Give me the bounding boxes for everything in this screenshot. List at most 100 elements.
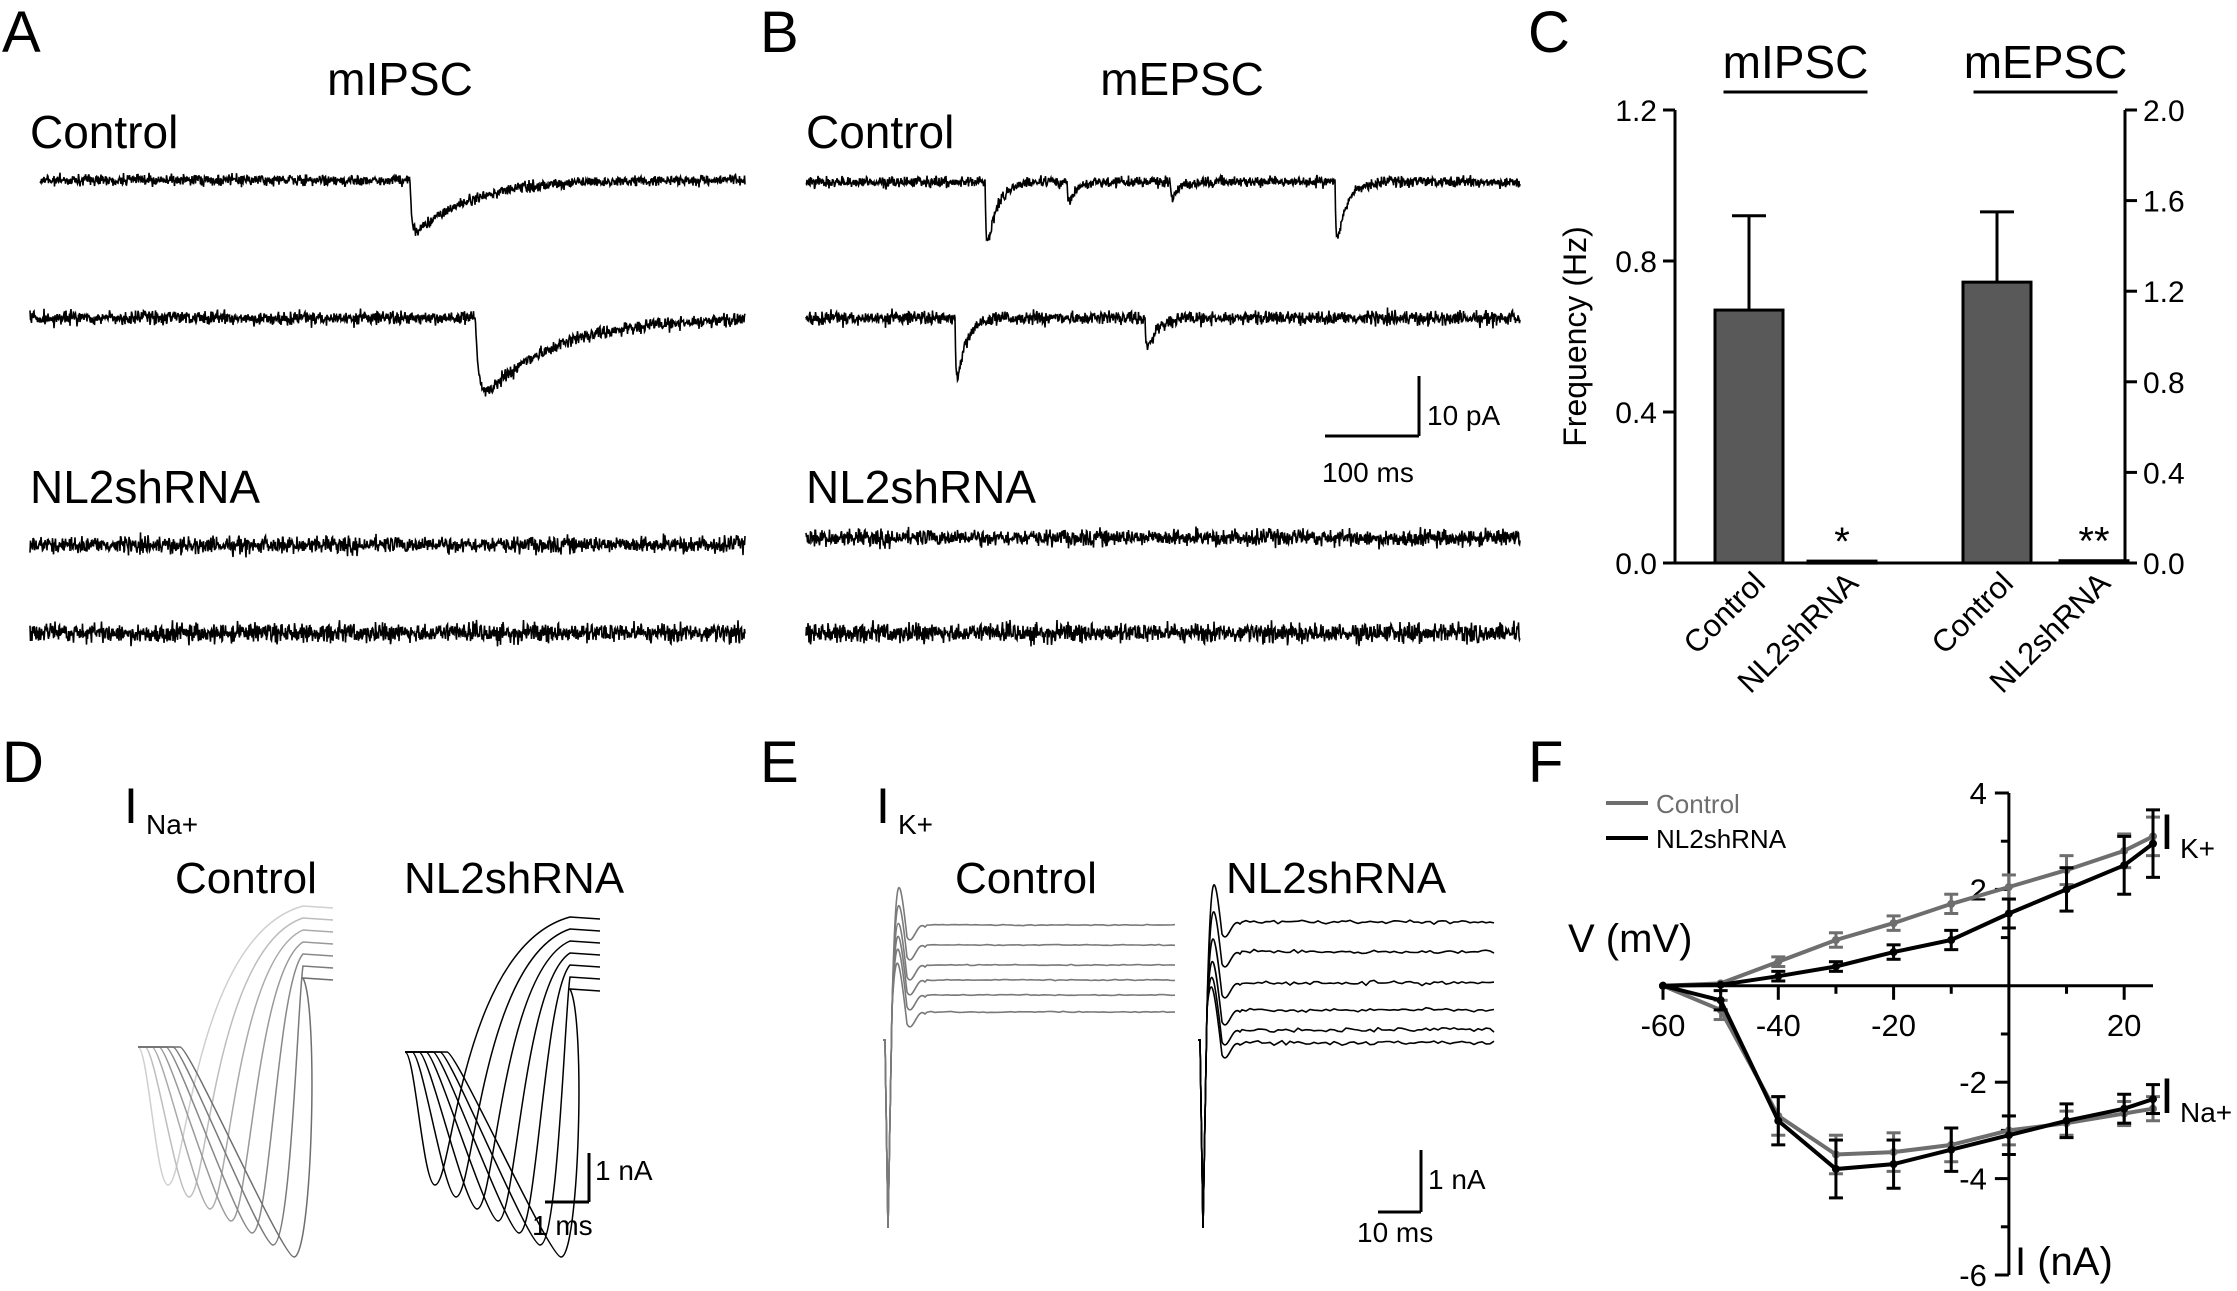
x-tick-label: -40 [1756, 1008, 1801, 1043]
panel-e-scale-bar [1378, 1150, 1423, 1214]
y-tick-label: 4 [1970, 776, 1987, 811]
mipsc-control-trace-2 [29, 308, 746, 397]
mepsc-control-trace-1 [805, 173, 1521, 242]
panel-b-title: mEPSC [1100, 53, 1264, 105]
panel-d-current-sub: Na+ [146, 809, 198, 840]
panel-d-scale-bar [545, 1153, 591, 1204]
panel-e-scale-x: 10 ms [1357, 1217, 1433, 1248]
right-tick-label: 1.2 [2143, 276, 2185, 309]
data-point [2149, 839, 2157, 848]
data-point [2004, 882, 2013, 891]
panel-a-shrna-label: NL2shRNA [30, 461, 260, 513]
panel-b-scale-y: 10 pA [1427, 400, 1500, 431]
group-title-mipsc: mIPSC [1723, 36, 1869, 88]
data-point [2149, 1095, 2157, 1104]
mepsc-control-trace-2 [805, 307, 1521, 384]
mipsc-shrna-trace-2 [29, 619, 746, 647]
mepsc-shrna-trace-2 [805, 619, 1521, 647]
data-point [1947, 936, 1956, 945]
na-shrna-trace-6 [405, 976, 601, 1246]
na-control-trace-5 [138, 953, 334, 1234]
ik-curve-label-main: I [2160, 804, 2174, 860]
significance-marker: * [1834, 520, 1850, 564]
right-tick-label: 0.4 [2143, 457, 2185, 490]
data-point [2120, 1104, 2129, 1113]
bar-mipsc-control [1713, 308, 1785, 565]
panel-letter-e: E [760, 730, 799, 795]
y-tick-label: -2 [1959, 1065, 1987, 1100]
group-title-mepsc: mEPSC [1964, 36, 2128, 88]
series-control-ik-line [1662, 834, 2154, 988]
data-point [1831, 936, 1840, 945]
x-category-label: Control [1677, 565, 1772, 660]
k-control-trace-5 [883, 948, 1176, 1229]
na-control-trace-3 [138, 929, 334, 1210]
y-axis-label: Frequency (Hz) [1557, 226, 1593, 447]
na-control-trace-1 [137, 905, 334, 1186]
left-tick-label: 1.2 [1615, 95, 1657, 128]
k-control-trace-2 [883, 905, 1176, 1229]
panel-c-bar-chart: 0.00.40.81.20.00.40.81.21.62.0Frequency … [1557, 36, 2185, 700]
k-shrna-trace-5 [1198, 976, 1495, 1229]
k-control-trace-3 [883, 922, 1176, 1229]
k-shrna-trace-6 [1198, 986, 1495, 1229]
panel-d-shrna-label: NL2shRNA [404, 854, 625, 903]
right-tick-label: 1.6 [2143, 186, 2185, 219]
series-nl2shrna-ina-line [1662, 983, 2154, 1172]
panel-b-scale-bar [1325, 376, 1421, 438]
panel-b-traces [805, 173, 1521, 647]
panel-e-shrna-label: NL2shRNA [1226, 854, 1447, 903]
data-point [1716, 980, 1725, 989]
k-control-trace-6 [883, 962, 1175, 1229]
x-axis-label: V (mV) [1568, 917, 1692, 961]
na-shrna-trace-3 [405, 940, 601, 1210]
data-point [1659, 981, 1667, 990]
data-point [1831, 962, 1840, 971]
panel-letter-d: D [2, 730, 44, 795]
left-tick-label: 0.4 [1615, 397, 1657, 430]
k-shrna-trace-1 [1198, 884, 1495, 1229]
panel-letter-c: C [1528, 0, 1570, 65]
na-control-trace-6 [138, 965, 334, 1246]
x-category-label: Control [1925, 565, 2020, 660]
panel-letter-f: F [1528, 730, 1563, 795]
na-control-trace-4 [138, 941, 334, 1222]
bar-mepsc-control [1961, 280, 2033, 565]
data-point [1774, 1116, 1783, 1125]
x-tick-label: -60 [1641, 1008, 1686, 1043]
na-control-trace-7 [138, 977, 334, 1258]
right-tick-label: 2.0 [2143, 95, 2185, 128]
k-control-trace-1 [883, 886, 1176, 1229]
x-tick-label: 20 [2107, 1008, 2141, 1043]
legend-label-control: Control [1656, 789, 1740, 819]
right-tick-label: 0.8 [2143, 367, 2185, 400]
panel-a-control-label: Control [30, 106, 178, 158]
panel-letter-a: A [2, 0, 41, 65]
mipsc-shrna-trace-1 [29, 532, 746, 558]
data-point [1889, 948, 1898, 957]
mipsc-control-trace-1 [39, 172, 746, 236]
na-shrna-trace-7 [405, 988, 601, 1258]
k-shrna-trace-2 [1198, 911, 1495, 1229]
data-point [1774, 957, 1783, 966]
panel-d-scale-y: 1 nA [595, 1155, 653, 1186]
legend-label-nl2shrna: NL2shRNA [1656, 824, 1787, 854]
left-tick-label: 0.0 [1615, 548, 1657, 581]
k-shrna-trace-4 [1198, 960, 1495, 1229]
ina-curve-label-main: I [2160, 1068, 2174, 1124]
data-point [1831, 1164, 1840, 1173]
data-point [1889, 919, 1898, 928]
bar-mepsc-nl2shrna [2058, 559, 2130, 565]
panel-a-traces [29, 172, 746, 647]
na-shrna-trace-5 [405, 964, 601, 1234]
data-point [1947, 899, 1956, 908]
k-control-trace-4 [883, 935, 1176, 1229]
data-point [2062, 885, 2071, 894]
na-shrna-trace-2 [405, 928, 601, 1198]
ik-curve-label-sub: K+ [2180, 833, 2215, 864]
data-point [2004, 909, 2013, 918]
data-point [1889, 1160, 1898, 1169]
data-point [1947, 1145, 1956, 1154]
